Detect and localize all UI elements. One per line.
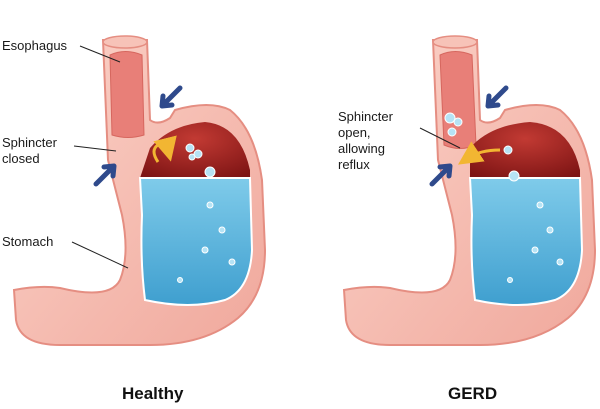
gerd-stomach-cavity <box>470 122 580 178</box>
label-stomach: Stomach <box>2 234 54 249</box>
healthy-esophagus-lumen <box>109 51 145 138</box>
sphincter-closed-leader <box>73 145 117 152</box>
gerd-reflux-arrow <box>458 141 501 165</box>
gerd-esophagus-lumen <box>439 51 477 149</box>
caption-gerd: GERD <box>448 384 498 403</box>
stomach-leader <box>71 241 129 269</box>
esophagus-leader <box>79 45 121 63</box>
label-sphincter-open: Sphincter open, allowing reflux <box>338 109 393 172</box>
gerd-acid <box>468 177 584 306</box>
caption-healthy: Healthy <box>122 384 184 403</box>
gerd-stomach <box>342 35 597 346</box>
healthy-pressure-arrow-bottom <box>93 163 117 187</box>
label-sphincter-closed: Sphincter closed <box>2 135 57 166</box>
healthy-pressure-arrow-top <box>159 85 183 109</box>
healthy-reflux-arrow <box>152 135 177 163</box>
gerd-pressure-arrow-top <box>485 85 509 109</box>
healthy-stomach <box>12 35 267 346</box>
healthy-acid <box>138 177 254 306</box>
label-esophagus: Esophagus <box>2 38 68 53</box>
sphincter-open-leader <box>419 127 461 149</box>
gerd-pressure-arrow-bottom <box>429 163 453 187</box>
